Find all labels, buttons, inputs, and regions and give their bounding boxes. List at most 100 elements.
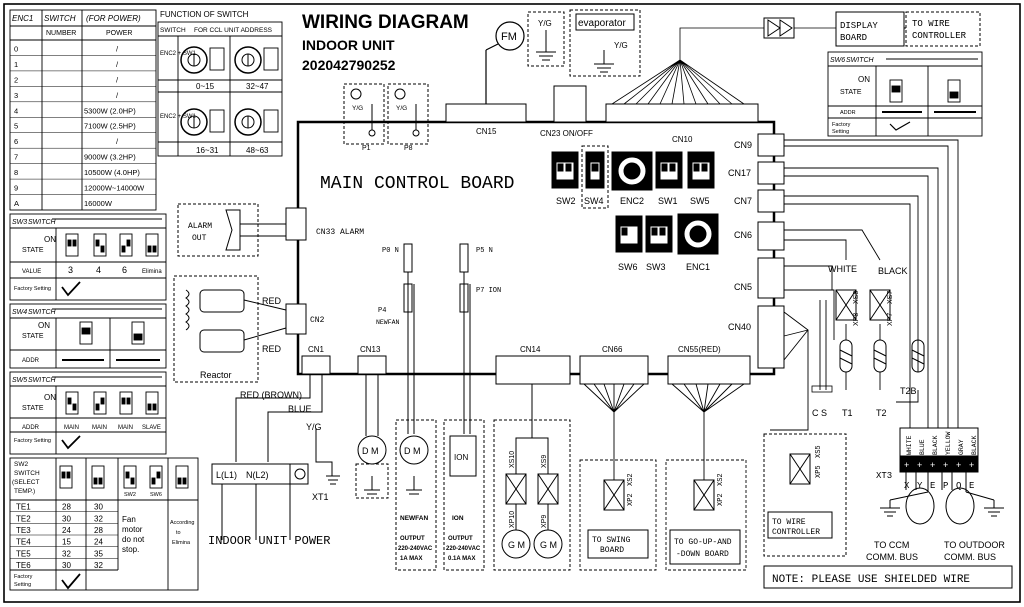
sw2-table	[9, 457, 199, 591]
output2-2: 220-240VAC	[446, 546, 481, 552]
sw2-row-name: TE2	[16, 514, 31, 523]
sw2-text: SW2 SWITCH (SELECT TEMP.) SW2 SW6 Fan mo…	[12, 461, 194, 588]
xs7-xs8-connectors	[811, 289, 891, 393]
xt3-wire-label: BLACK	[971, 435, 978, 455]
sw5-addr: ADDR	[22, 425, 40, 431]
diode-symbol	[763, 17, 795, 39]
sw6-header-1: SW6	[830, 57, 845, 64]
sw2-row-name: TE3	[16, 526, 31, 535]
sw2-row-v2: 32	[94, 561, 103, 570]
sw2-col-sw2: SW2	[124, 492, 136, 498]
enc1-row-number: 9	[14, 184, 18, 193]
cn13-label: CN13	[360, 345, 381, 354]
sw2-fan-note-1: Fan	[122, 515, 136, 524]
sw3-on: ON	[44, 235, 56, 244]
xt3-term-letter: Y	[917, 481, 923, 491]
xs2-label-1: XS2	[627, 473, 635, 486]
n-label: N(L2)	[246, 470, 269, 480]
xs2-label-2: XS2	[717, 473, 725, 486]
sw6-table	[827, 51, 983, 137]
gm-label-2: G M	[540, 540, 557, 550]
enc1-row-power: /	[116, 91, 119, 100]
sw6-board-label: SW6	[618, 262, 638, 272]
function-title: FUNCTION OF SWITCH	[160, 10, 249, 19]
cn40-label: CN40	[728, 322, 751, 332]
xt3-screw: +	[956, 460, 961, 470]
enc1-row-power: 16000W	[84, 199, 113, 208]
xt3-screw: +	[930, 460, 935, 470]
enc1-row-number: 8	[14, 168, 18, 177]
sw6-factory-1: Factory	[832, 122, 851, 128]
display-board-label-2: BOARD	[840, 33, 867, 43]
p0-label: P0 N	[382, 247, 399, 255]
evaporator-yg: Y/G	[614, 41, 628, 50]
t1-label: T1	[842, 408, 853, 418]
enc1-row-power: 12000W~14000W	[84, 184, 145, 193]
sw2-elim-note-3: Elimina	[172, 540, 191, 546]
sw5-header-2: SWITCH	[28, 377, 57, 384]
dm-label-2: D M	[404, 446, 421, 456]
cn66-label: CN66	[602, 345, 623, 354]
sw5-on: ON	[44, 393, 56, 402]
enc2-board-label: ENC2	[620, 196, 644, 206]
title-block: WIRING DIAGRAM INDOOR UNIT 202042790252	[302, 12, 469, 73]
xt3-term-letter: E	[969, 481, 974, 491]
sw2-fan-note-2: motor	[122, 525, 143, 534]
cn23-label: CN23 ON/OFF	[540, 129, 593, 138]
sw2-elim-note-2: to	[176, 530, 181, 536]
enc1-row-number: 5	[14, 122, 18, 131]
p8-label: P8	[404, 145, 413, 152]
sw2-col-sw6: SW6	[150, 492, 162, 498]
sw3-value-3: 6	[122, 265, 127, 275]
output2-1: OUTPUT	[448, 536, 473, 542]
enc1-row-number: 6	[14, 137, 18, 146]
white-label: WHITE	[828, 264, 857, 274]
sw3-board-label: SW3	[646, 262, 666, 272]
thermistor-labels: C S T1 T2 T2B	[812, 386, 917, 418]
enc1-board-label: ENC1	[686, 262, 710, 272]
enc1-header-2: SWITCH	[44, 14, 76, 23]
sw5-state: STATE	[22, 405, 44, 412]
t2-label: T2	[876, 408, 887, 418]
xt3-screw: +	[969, 460, 974, 470]
ion-label: ION	[454, 453, 468, 462]
newfan-label: NEWFAN	[400, 515, 428, 522]
sw2-header-3: (SELECT	[12, 479, 39, 486]
xs9-label: XS9	[541, 455, 548, 468]
bottom-connectors	[301, 355, 751, 385]
reactor-label: Reactor	[200, 370, 232, 380]
sw2-row-v2: 30	[94, 503, 103, 512]
newfan-block	[395, 243, 437, 571]
sw4-header-2: SWITCH	[28, 309, 57, 316]
diagram-title: WIRING DIAGRAM	[302, 12, 469, 33]
function-row2-v2: 48~63	[246, 146, 269, 155]
red-label-2: RED	[262, 344, 282, 354]
p1-p8	[343, 83, 429, 145]
to-outdoor-1: TO OUTDOOR	[944, 540, 1005, 550]
xs5-label: XS5	[815, 445, 823, 458]
diagram-unit: INDOOR UNIT	[302, 37, 395, 53]
cn66-swing	[579, 383, 657, 571]
sw2-fan-note-4: stop.	[122, 545, 139, 554]
enc1-table-text: ENC1 SWITCH (FOR POWER) NUMBER POWER	[12, 14, 141, 37]
sw6-factory-2: Setting	[832, 129, 849, 135]
xs7-xs8-labels: WHITE BLACK XS8 XP8 XS7 XP7	[828, 264, 908, 326]
enc1-header-1: ENC1	[12, 14, 33, 23]
function-row1-v2: 32~47	[246, 82, 269, 91]
evaporator	[569, 9, 641, 77]
sw5-value-3: MAIN	[118, 425, 133, 431]
xt3-term-letter: Q	[956, 481, 961, 491]
function-row1-v1: 0~15	[196, 82, 215, 91]
top-connector-labels: CN15 CN23 ON/OFF CN10	[476, 127, 693, 144]
to-updown-1: TO GO-UP-AND	[674, 538, 732, 547]
function-head-address: FOR CCL UNIT ADDRESS	[194, 27, 273, 34]
xs7-label: XS7	[887, 291, 894, 304]
xt3-term-letter: E	[930, 481, 935, 491]
function-table-text: FUNCTION OF SWITCH SWITCH FOR CCL UNIT A…	[160, 10, 273, 155]
sw3-table	[9, 213, 167, 301]
ion-label-2: ION	[452, 515, 464, 522]
sw2-row-v1: 15	[62, 538, 71, 547]
board-title: MAIN CONTROL BOARD	[320, 174, 514, 194]
p1-label: P1	[362, 145, 371, 152]
red-brown-label: RED (BROWN)	[240, 390, 302, 400]
